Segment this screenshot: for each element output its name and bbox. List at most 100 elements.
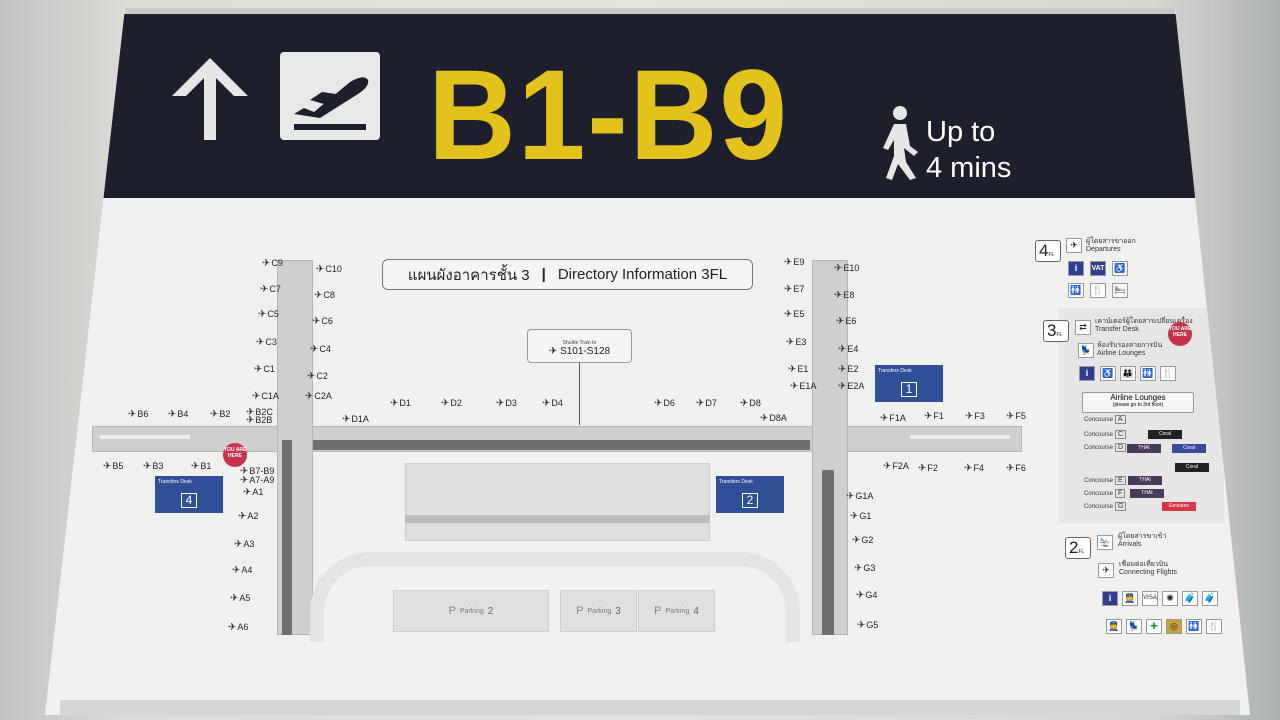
gate-a6: ✈A6 [228, 622, 248, 633]
food-icon: 🍴 [1090, 283, 1106, 298]
gate-e4: ✈E4 [838, 344, 858, 355]
sign-frame [125, 8, 1175, 16]
shuttle-train-box: Shuttle Train to ✈ S101-S128 [527, 329, 632, 363]
transfer-thai: เคาน์เตอร์ผู้โดยสารเปลี่ยนเครื่อง [1095, 318, 1193, 325]
gate-label: B3 [152, 461, 164, 471]
gate-d1a: ✈D1A [342, 414, 369, 425]
gate-e6: ✈E6 [836, 316, 856, 327]
gate-label: E7 [793, 284, 805, 294]
shuttle-label: Shuttle Train to [562, 340, 597, 346]
gate-c10: ✈C10 [316, 264, 342, 275]
gate-c8: ✈C8 [314, 290, 335, 301]
plane-icon: ✈ [243, 487, 252, 498]
lost-baggage-icon: 🧳 [1202, 591, 1218, 606]
gate-d2: ✈D2 [441, 398, 462, 409]
information-icon: i [1079, 366, 1095, 381]
gate-c1: ✈C1 [254, 364, 275, 375]
sign-bottom-frame [60, 700, 1240, 715]
transfer-desk-icon: ⇄ [1075, 320, 1091, 335]
gate-e2: ✈E2 [838, 364, 858, 375]
gate-e1: ✈E1 [788, 364, 808, 375]
toilet-icon: 🚻 [1068, 283, 1084, 298]
terminal-road [405, 515, 710, 523]
floor-num: 4 [1039, 241, 1049, 260]
walk-line-1: Up to [926, 116, 996, 148]
plane-icon: ✈ [838, 344, 847, 355]
plane-icon: ✈ [234, 539, 243, 550]
gate-b2b: ✈B2B [246, 415, 272, 426]
floor-num: 2 [1069, 538, 1079, 557]
gate-f1: ✈F1 [924, 411, 944, 422]
floor-4-thai: ผู้โดยสารขาออก [1086, 238, 1136, 245]
plane-icon: ✈ [838, 364, 847, 375]
gate-d3: ✈D3 [496, 398, 517, 409]
gate-label: F1 [933, 411, 944, 421]
gate-label: B2C [255, 407, 273, 417]
walking-person-icon [883, 106, 918, 180]
plane-icon: ✈ [964, 463, 973, 474]
gate-label: C5 [267, 309, 279, 319]
desk-number: 2 [742, 493, 758, 508]
plane-icon: ✈ [128, 409, 137, 420]
lounge-english: Airline Lounges [1097, 350, 1146, 357]
plane-icon: ✈ [1006, 411, 1015, 422]
toilet-icon: 🚻 [1186, 619, 1202, 634]
concourse-letter: A [1115, 415, 1126, 424]
concourse-letter: F [1115, 489, 1126, 498]
gate-label: G5 [866, 620, 879, 630]
gate-label: C8 [323, 290, 335, 300]
plane-icon: ✈ [786, 337, 795, 348]
gate-d7: ✈D7 [696, 398, 717, 409]
gate-c2: ✈C2 [307, 371, 328, 382]
plane-icon: ✈ [856, 590, 865, 601]
gate-e9: ✈E9 [784, 257, 804, 268]
gate-e2a: ✈E2A [838, 381, 864, 392]
pier-a-corridor [282, 440, 292, 635]
gate-g5: ✈G5 [857, 620, 878, 631]
gate-d4: ✈D4 [542, 398, 563, 409]
plane-icon: ✈ [880, 413, 889, 424]
plane-icon: ✈ [240, 466, 249, 477]
gate-label: B5 [112, 461, 124, 471]
plane-icon: ✈ [310, 344, 319, 355]
gate-label: C1A [261, 391, 279, 401]
rest-area-icon: 🛏 [1112, 283, 1128, 298]
gate-e1a: ✈E1A [790, 381, 816, 392]
gate-label: G2 [861, 535, 874, 545]
gate-d8a: ✈D8A [760, 413, 787, 424]
plane-icon: ✈ [834, 263, 843, 274]
floor-3-badge: 3FL [1043, 320, 1069, 342]
plane-icon: ✈ [307, 371, 316, 382]
plane-icon: ✈ [103, 461, 112, 472]
plane-icon: ✈ [760, 413, 769, 424]
gate-d6: ✈D6 [654, 398, 675, 409]
plane-icon: ✈ [316, 264, 325, 275]
gate-d8: ✈D8 [740, 398, 761, 409]
gate-label: D2 [450, 398, 462, 408]
gate-e3: ✈E3 [786, 337, 806, 348]
concourse-label: Concourse [1084, 504, 1114, 510]
you-are-here-legend: YOU ARE HERE [1168, 322, 1192, 346]
gate-e8: ✈E8 [834, 290, 854, 301]
plane-icon: ✈ [834, 290, 843, 301]
gate-f3: ✈F3 [965, 411, 985, 422]
plane-icon: ✈ [496, 398, 505, 409]
departure-icon [280, 52, 380, 140]
main-corridor [290, 440, 810, 450]
gate-label: A2 [247, 511, 259, 521]
terminal-building [405, 463, 710, 541]
plane-icon: ✈ [918, 463, 927, 474]
plane-icon: ✈ [191, 461, 200, 472]
desk-number: 4 [181, 493, 197, 508]
concourse-letter: C [1115, 430, 1127, 439]
plane-icon: ✈ [790, 381, 799, 392]
lounge-chip: Coral [1175, 463, 1209, 472]
map-title: แผนผังอาคารชั้น 3|Directory Information … [382, 259, 753, 290]
